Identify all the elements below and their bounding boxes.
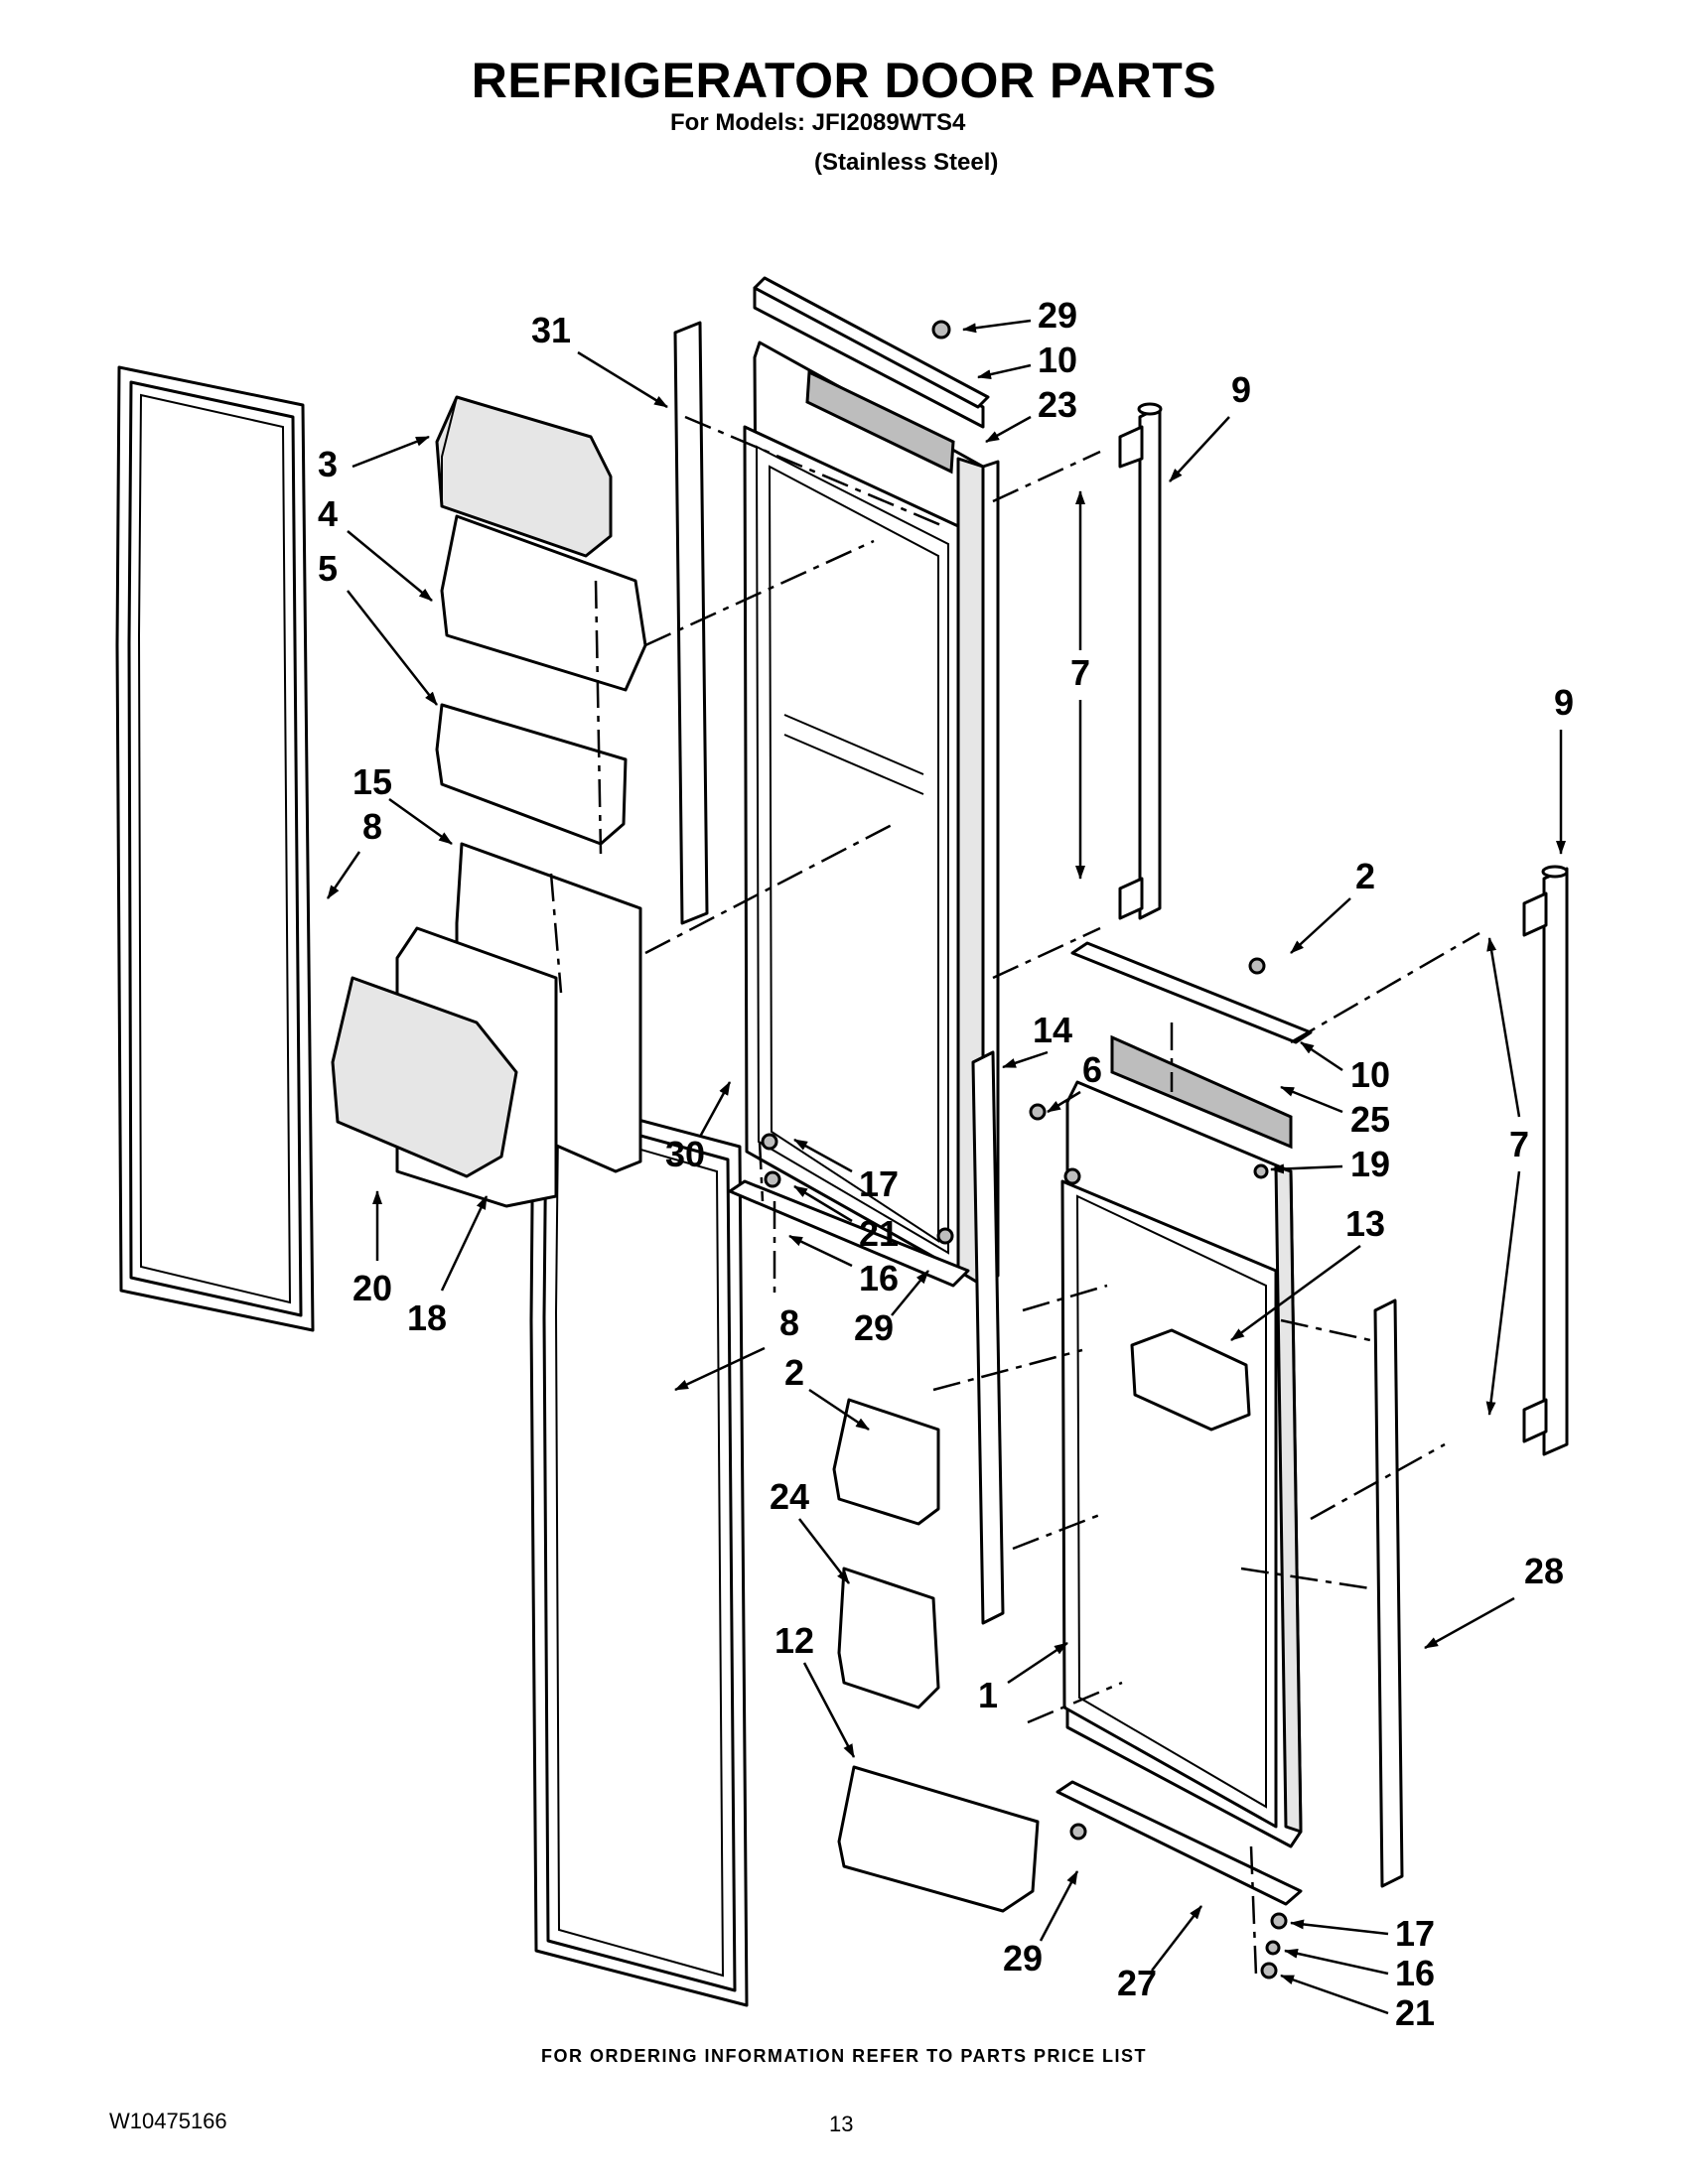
page-number: 13 <box>829 2112 854 2136</box>
callout-label: 21 <box>859 1213 899 1254</box>
callout-label: 13 <box>1345 1203 1385 1244</box>
callout-label: 1 <box>978 1675 998 1715</box>
bottom-hinge-bracket-30 <box>728 1179 970 1288</box>
page-title: REFRIGERATOR DOOR PARTS <box>471 53 1217 108</box>
callout-label: 7 <box>1070 652 1090 693</box>
callout-label: 10 <box>1038 340 1077 380</box>
door-bin-24 <box>837 1567 940 1709</box>
callout-label: 16 <box>1395 1953 1435 1993</box>
callout-label: 9 <box>1554 682 1574 723</box>
callout-label: 12 <box>774 1620 814 1661</box>
callout-label: 28 <box>1524 1551 1564 1591</box>
lower-door-gasket <box>529 1090 749 2007</box>
callout-label: 29 <box>1003 1938 1043 1979</box>
door-bin-2 <box>832 1398 940 1526</box>
callout-label: 10 <box>1350 1054 1390 1095</box>
callout-label: 17 <box>859 1163 899 1204</box>
door-bin-12 <box>837 1765 1040 1913</box>
lower-hinge-cover <box>1070 941 1313 1044</box>
callout-label: 31 <box>531 310 571 350</box>
callout-label: 20 <box>352 1268 392 1308</box>
hardware-screws <box>761 320 1288 1979</box>
callout-label: 6 <box>1082 1049 1102 1090</box>
door-trim-14 <box>971 1050 1005 1625</box>
callout-label: 14 <box>1033 1010 1072 1050</box>
bin-cover-3 <box>435 395 613 558</box>
upper-door-liner <box>743 286 1000 1288</box>
callout-label: 16 <box>859 1258 899 1298</box>
callout-label: 18 <box>407 1297 447 1338</box>
assembly-lines <box>549 415 1480 1977</box>
lower-door-handle <box>1522 865 1569 1456</box>
document-number: W10475166 <box>109 2109 227 2133</box>
callout-label: 8 <box>779 1302 799 1343</box>
callout-label: 19 <box>1350 1144 1390 1184</box>
models-line: For Models: JFI2089WTS4 <box>670 109 966 136</box>
callout-label: 2 <box>784 1352 804 1393</box>
callout-label: 21 <box>1395 1992 1435 2033</box>
callout-label: 15 <box>352 761 392 802</box>
upper-door-trim-strip <box>673 321 709 925</box>
upper-hinge-cover <box>753 276 990 409</box>
callout-label: 2 <box>1355 856 1375 896</box>
callout-label: 24 <box>770 1476 809 1517</box>
ordering-note: FOR ORDERING INFORMATION REFER TO PARTS … <box>540 2046 1147 2066</box>
lower-door-liner <box>1060 1034 1303 1848</box>
callout-label: 23 <box>1038 384 1077 425</box>
finish-line: (Stainless Steel) <box>814 149 999 176</box>
callout-label: 30 <box>665 1134 705 1174</box>
callout-label: 25 <box>1350 1099 1390 1140</box>
callout-labels: 31 29 10 23 9 3 4 5 7 15 8 20 18 30 17 2… <box>318 295 1574 2033</box>
callout-label: 29 <box>1038 295 1077 336</box>
callout-label: 29 <box>854 1307 894 1348</box>
callout-label: 3 <box>318 444 338 484</box>
callout-label: 4 <box>318 493 338 534</box>
door-bin-5 <box>435 703 628 846</box>
callout-label: 8 <box>362 806 382 847</box>
callout-label: 27 <box>1117 1963 1157 2003</box>
dispenser-cover-20 <box>331 976 518 1178</box>
callout-label: 5 <box>318 548 338 589</box>
bottom-hinge-bracket-27 <box>1055 1780 1303 1906</box>
upper-door-handle <box>1118 402 1163 920</box>
callout-label: 17 <box>1395 1913 1435 1954</box>
door-trim-28 <box>1373 1298 1404 1888</box>
callout-label: 7 <box>1509 1124 1529 1164</box>
left-door-gasket <box>115 365 315 1332</box>
callout-label: 9 <box>1231 369 1251 410</box>
